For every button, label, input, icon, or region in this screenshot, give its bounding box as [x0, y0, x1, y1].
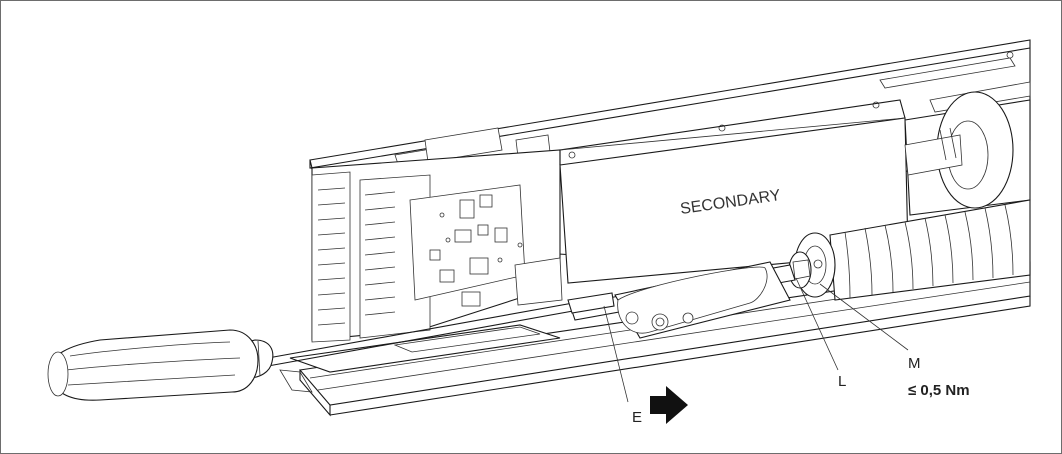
spring-rod — [569, 261, 796, 339]
label-e: E — [632, 409, 642, 426]
label-l: L — [838, 373, 846, 390]
arrow-right-icon — [650, 386, 688, 424]
label-m: M — [908, 355, 921, 372]
return-spring — [829, 199, 1031, 301]
torque-value: ≤ 0,5 Nm — [908, 382, 970, 399]
leader-lines — [603, 277, 909, 403]
motor-housing — [904, 91, 1031, 216]
control-board — [311, 149, 563, 343]
screwdriver-icon — [47, 292, 615, 401]
adjusting-nuts — [788, 232, 836, 298]
